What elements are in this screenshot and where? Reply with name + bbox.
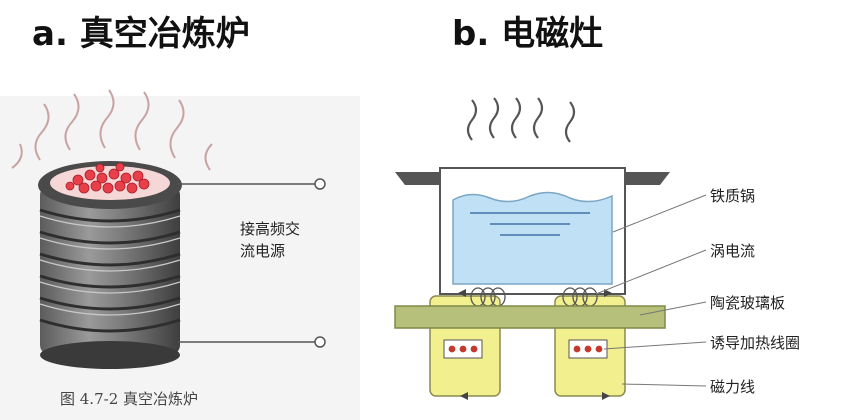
iron-pot [395, 167, 670, 295]
label-eddy-current: 涡电流 [710, 242, 756, 260]
callout-lines [595, 194, 707, 387]
label-magnetic-lines: 磁力线 [710, 378, 756, 396]
power-label-line2: 流电源 [240, 242, 286, 260]
heat-waves-pot [466, 97, 576, 143]
figure-caption: 图 4.7-2 真空冶炼炉 [60, 390, 199, 408]
title-vacuum-furnace: a. 真空冶炼炉 [32, 14, 250, 54]
label-ceramic-plate: 陶瓷玻璃板 [710, 294, 786, 312]
ceramic-glass-plate [394, 305, 666, 329]
magnetic-field-arrows [458, 289, 612, 400]
label-iron-pot: 铁质锅 [710, 187, 756, 205]
molten-metal [65, 162, 150, 194]
title-induction-cooker: b. 电磁灶 [452, 14, 604, 54]
power-label-line1: 接高频交 [240, 220, 301, 238]
power-leads [178, 178, 326, 348]
label-heating-coil: 诱导加热线圈 [710, 334, 801, 352]
heat-waves-furnace [11, 89, 213, 171]
heating-coils [443, 339, 608, 359]
